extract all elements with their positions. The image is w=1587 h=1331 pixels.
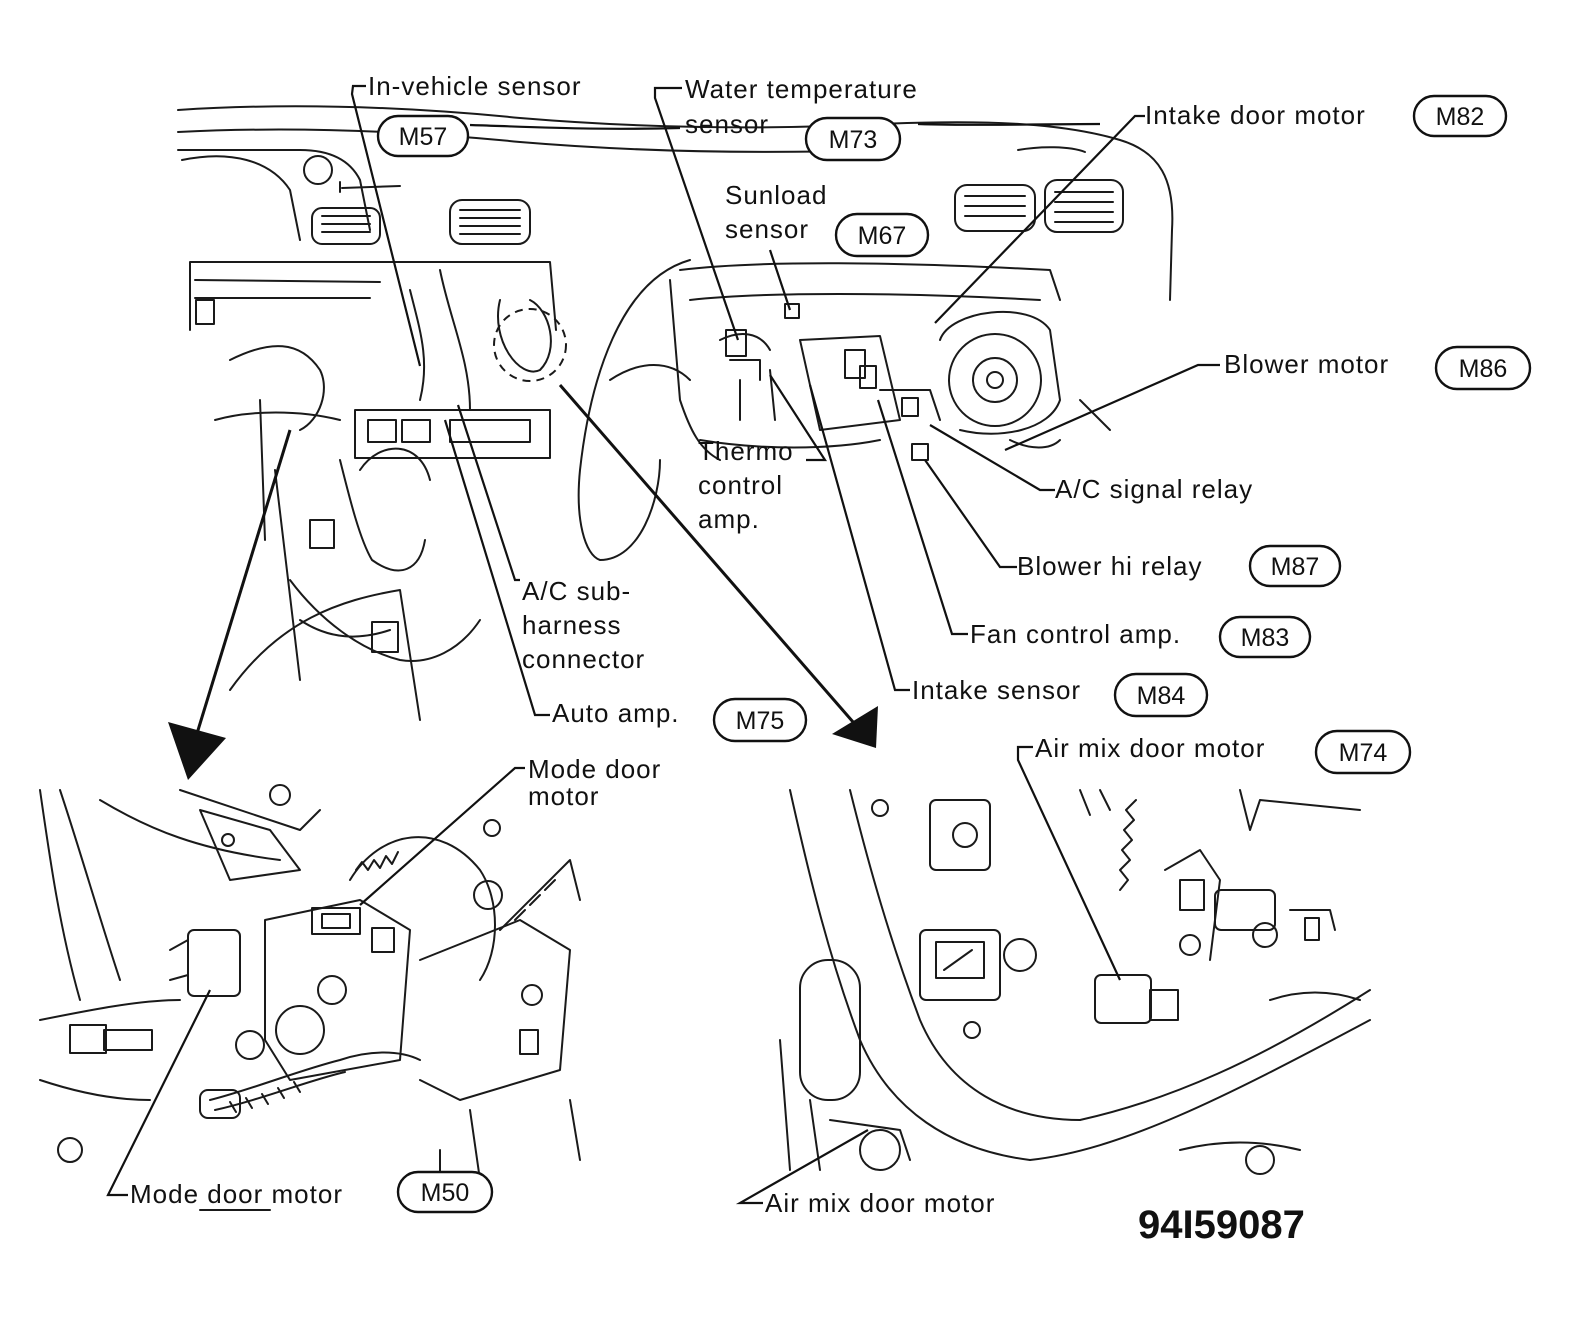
connector-m57: M57 — [376, 114, 470, 158]
ac-sub-harness-label-line1: A/C sub- — [522, 576, 631, 606]
thermo-control-amp-label-line2: control — [698, 470, 783, 500]
connector-codes: M57 M73 M82 M67 M86 M87 M83 M84 — [376, 94, 1532, 1214]
blower-hi-relay-label: Blower hi relay — [1017, 551, 1203, 581]
svg-text:M57: M57 — [399, 123, 448, 151]
mode-door-inset-illustration — [39, 784, 581, 1211]
connector-m67: M67 — [834, 212, 930, 258]
mode-door-motor-label-top-line1: Mode door — [528, 754, 661, 784]
svg-text:M50: M50 — [421, 1179, 470, 1207]
air-mix-inset-illustration — [779, 789, 1371, 1175]
figure-number: 94I59087 — [1138, 1203, 1305, 1247]
intake-sensor-label: Intake sensor — [912, 675, 1081, 705]
svg-text:M75: M75 — [736, 707, 785, 735]
connector-m50: M50 — [396, 1170, 494, 1214]
blower-motor-label: Blower motor — [1224, 349, 1389, 379]
auto-amp-label: Auto amp. — [552, 698, 680, 728]
mode-door-motor-label-bottom: Mode door motor — [130, 1179, 343, 1209]
connector-m74: M74 — [1314, 729, 1412, 775]
mode-door-motor-label-top-line2: motor — [528, 781, 599, 811]
connector-m73: M73 — [804, 116, 902, 162]
intake-door-motor-label: Intake door motor — [1145, 100, 1366, 130]
dashboard-illustration — [177, 105, 1174, 721]
svg-text:M82: M82 — [1436, 103, 1485, 131]
air-mix-door-motor-label-bottom: Air mix door motor — [765, 1188, 995, 1218]
component-labels: In-vehicle sensor Water temperature sens… — [130, 71, 1389, 1218]
svg-text:M84: M84 — [1137, 682, 1186, 710]
svg-text:M73: M73 — [829, 126, 878, 154]
svg-text:M67: M67 — [858, 222, 907, 250]
thermo-control-amp-label-line3: amp. — [698, 504, 760, 534]
ac-signal-relay-label: A/C signal relay — [1055, 474, 1253, 504]
ac-sub-harness-label-line3: connector — [522, 644, 645, 674]
svg-text:M86: M86 — [1459, 355, 1508, 383]
air-mix-door-motor-label-top: Air mix door motor — [1035, 733, 1265, 763]
svg-text:M74: M74 — [1339, 739, 1388, 767]
sunload-sensor-label-line2: sensor — [725, 214, 809, 244]
inset-arrows — [168, 384, 878, 780]
water-temperature-label-line1: Water temperature — [685, 74, 918, 104]
svg-text:M87: M87 — [1271, 553, 1320, 581]
sunload-sensor-label-line1: Sunload — [725, 180, 827, 210]
svg-text:M83: M83 — [1241, 624, 1290, 652]
ac-sub-harness-label-line2: harness — [522, 610, 622, 640]
connector-m84: M84 — [1113, 672, 1209, 718]
water-temperature-label-line2: sensor — [685, 109, 769, 139]
connector-m82: M82 — [1412, 94, 1508, 138]
in-vehicle-sensor-label: In-vehicle sensor — [368, 71, 582, 101]
thermo-control-amp-label-line1: Thermo — [698, 436, 794, 466]
fan-control-amp-label: Fan control amp. — [970, 619, 1181, 649]
leader-lines — [106, 84, 1220, 1205]
connector-m83: M83 — [1218, 615, 1312, 659]
connector-m75: M75 — [712, 697, 808, 743]
connector-m87: M87 — [1248, 544, 1342, 588]
connector-m86: M86 — [1434, 345, 1532, 391]
